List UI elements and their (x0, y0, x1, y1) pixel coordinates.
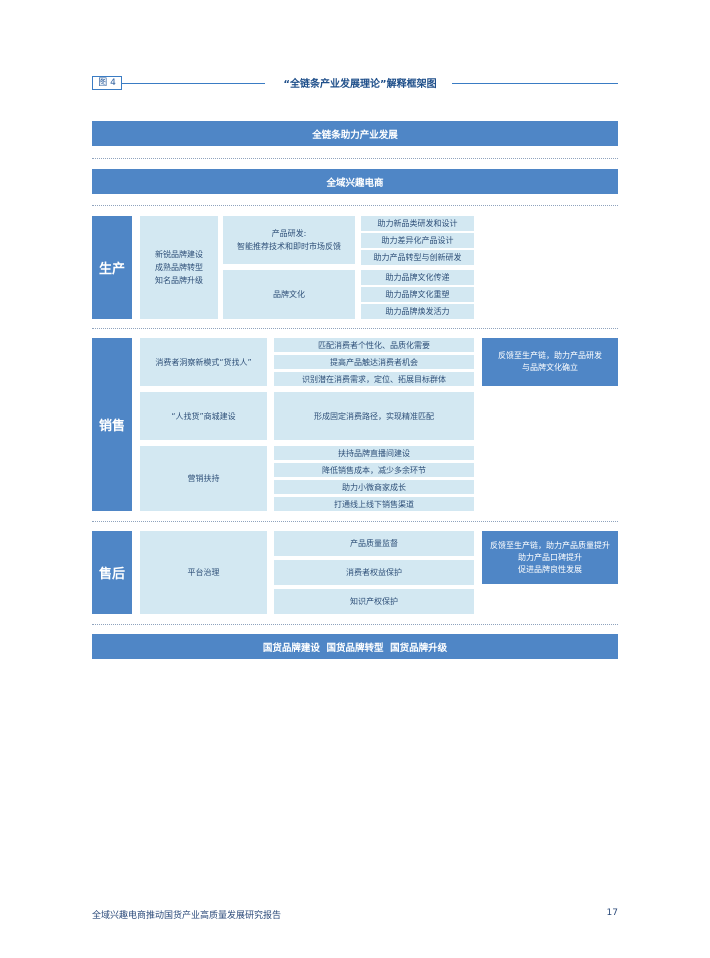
brand-type-line: 知名品牌升级 (155, 276, 203, 285)
sales-item: 助力小微商家成长 (274, 480, 474, 494)
figure-title: “全链条产业发展理论”解释框架图 (283, 79, 437, 90)
sales-item: 扶持品牌直播间建设 (274, 446, 474, 460)
divider (92, 158, 618, 159)
sales-mode-cell: 营销扶持 (140, 446, 267, 511)
feedback-line: 与品牌文化确立 (522, 363, 578, 372)
after-sales-item: 知识产权保护 (274, 589, 474, 614)
divider (92, 205, 618, 206)
section-label-sales: 销售 (92, 338, 132, 511)
feedback-line: 反馈至生产链，助力产品质量提升 (490, 540, 610, 550)
brand-type-line: 新锐品牌建设 (155, 250, 203, 259)
brand-culture-cell: 品牌文化 (223, 270, 355, 319)
section-label-after-sales: 售后 (92, 531, 132, 614)
sales-feedback-box: 反馈至生产链，助力产品研发 与品牌文化确立 (482, 338, 618, 386)
culture-item: 助力品牌文化重塑 (361, 287, 474, 302)
brand-types-cell: 新锐品牌建设 成熟品牌转型 知名品牌升级 (140, 216, 218, 319)
sales-mode-cell: 消费者洞察新模式“货找人” (140, 338, 267, 386)
product-rd-cell: 产品研发: 智能推荐技术和即时市场反馈 (223, 216, 355, 264)
feedback-line: 促进品牌良性发展 (518, 564, 582, 574)
after-sales-feedback-box: 反馈至生产链，助力产品质量提升 助力产品口碑提升 促进品牌良性发展 (482, 531, 618, 584)
page-number: 17 (606, 908, 618, 918)
rd-item: 助力产品转型与创新研发 (361, 250, 474, 265)
divider (92, 328, 618, 329)
after-sales-item: 消费者权益保护 (274, 560, 474, 585)
footer-report-title: 全域兴趣电商推动国货产业高质量发展研究报告 (92, 911, 282, 921)
top-bar: 全链条助力产业发展 (92, 121, 618, 146)
header-rule-right (452, 83, 618, 84)
sales-item: 降低销售成本，减少多余环节 (274, 463, 474, 477)
figure-tag: 图 4 (92, 76, 122, 90)
rd-item: 助力新品类研发和设计 (361, 216, 474, 231)
header-rule-left (122, 83, 265, 84)
rd-item: 助力差异化产品设计 (361, 233, 474, 248)
sales-item: 提高产品触达消费者机会 (274, 355, 474, 369)
rd-line: 智能推荐技术和即时市场反馈 (237, 242, 341, 251)
second-bar: 全域兴趣电商 (92, 169, 618, 194)
divider (92, 624, 618, 625)
rd-line: 产品研发: (271, 229, 307, 238)
culture-item: 助力品牌焕发活力 (361, 304, 474, 319)
bottom-bar: 国货品牌建设 国货品牌转型 国货品牌升级 (92, 634, 618, 659)
divider (92, 521, 618, 522)
sales-item: 形成固定消费路径，实现精准匹配 (274, 392, 474, 440)
section-label-production: 生产 (92, 216, 132, 319)
feedback-line: 反馈至生产链，助力产品研发 (498, 351, 602, 360)
sales-item: 打通线上线下销售渠道 (274, 497, 474, 511)
sales-item: 识别潜在消费需求，定位、拓展目标群体 (274, 372, 474, 386)
sales-mode-cell: “人找货”商城建设 (140, 392, 267, 440)
after-sales-item: 产品质量监督 (274, 531, 474, 556)
sales-item: 匹配消费者个性化、品质化需要 (274, 338, 474, 352)
culture-item: 助力品牌文化传递 (361, 270, 474, 285)
brand-type-line: 成熟品牌转型 (155, 263, 203, 272)
platform-governance-cell: 平台治理 (140, 531, 267, 614)
feedback-line: 助力产品口碑提升 (518, 552, 582, 562)
